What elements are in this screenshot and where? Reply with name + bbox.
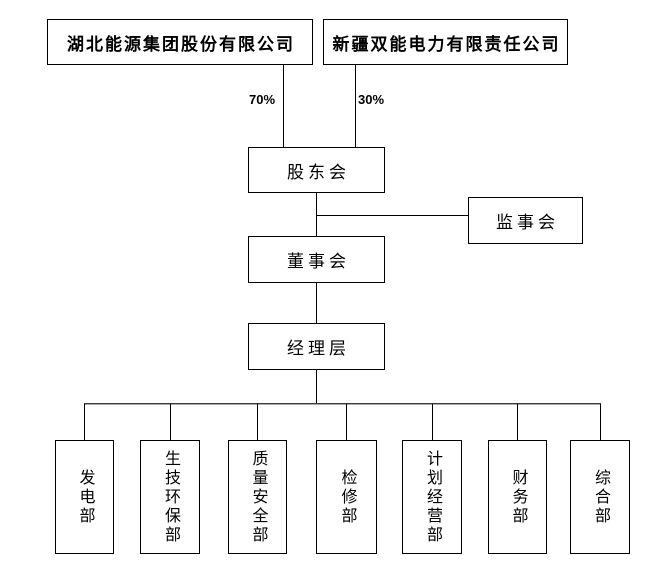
connector-to-supervisory-board [316, 215, 468, 216]
node-parent-company-xinjiang: 新疆双能电力有限责任公司 [323, 19, 568, 65]
connector-drop-dept-3 [257, 404, 258, 440]
node-board-of-directors: 董事会 [248, 236, 385, 283]
node-dept-production-tech-environment: 生技环保部 [140, 440, 200, 554]
connector-drop-dept-6 [517, 404, 518, 440]
connector-xinjiang-to-shareholders [355, 65, 356, 147]
node-parent-company-hubei: 湖北能源集团股份有限公司 [47, 19, 313, 65]
ownership-share-right: 30% [358, 92, 385, 107]
node-shareholders-meeting: 股东会 [248, 147, 385, 193]
node-dept-finance: 财务部 [488, 440, 547, 554]
connector-drop-dept-4 [346, 404, 347, 440]
node-management-level: 经理层 [248, 323, 385, 370]
node-dept-maintenance: 检修部 [316, 440, 377, 554]
node-dept-planning-operations: 计划经营部 [402, 440, 462, 554]
node-supervisory-board: 监事会 [468, 197, 583, 244]
connector-hubei-to-shareholders [283, 65, 284, 147]
ownership-share-left: 70% [249, 92, 276, 107]
node-dept-quality-safety: 质量安全部 [228, 440, 287, 554]
connector-drop-dept-1 [84, 404, 85, 440]
connector-shareholders-to-directors [316, 193, 317, 236]
connector-drop-dept-2 [170, 404, 171, 440]
connector-management-to-bus [316, 370, 317, 404]
connector-drop-dept-7 [600, 404, 601, 440]
node-dept-power-generation: 发电部 [55, 440, 114, 554]
connector-directors-to-management [316, 283, 317, 323]
connector-drop-dept-5 [432, 404, 433, 440]
node-dept-general-affairs: 综合部 [570, 440, 630, 554]
connector-department-bus [84, 403, 601, 404]
